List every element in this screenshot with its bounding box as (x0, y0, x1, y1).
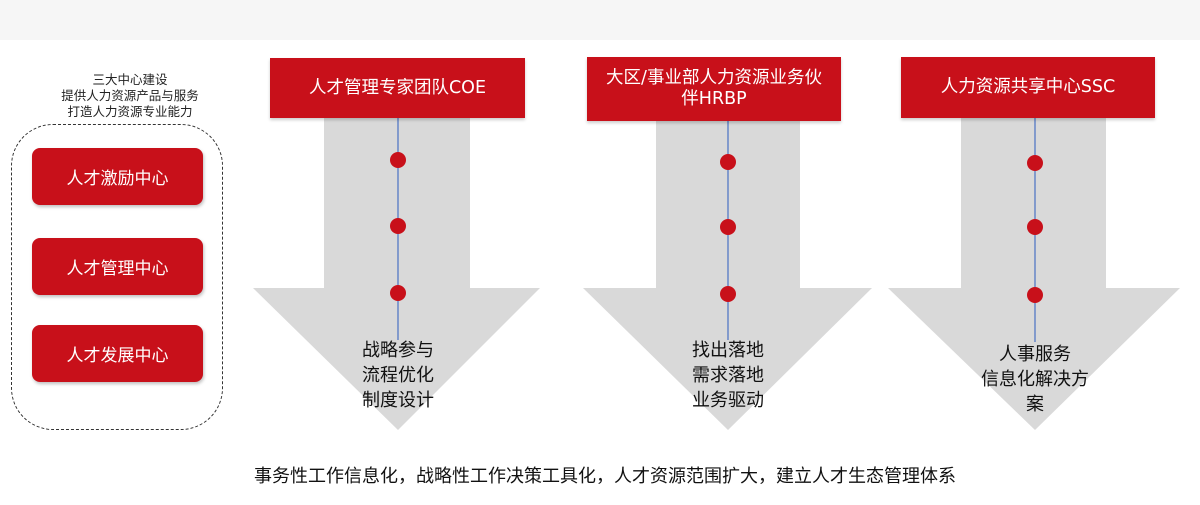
center-incentive: 人才激励中心 (32, 148, 203, 205)
header-line: 大区/事业部人力资源业务伙 (606, 68, 822, 88)
footer-summary: 事务性工作信息化，战略性工作决策工具化，人才资源范围扩大，建立人才生态管理体系 (254, 466, 956, 487)
column-header-ssc: 人力资源共享中心SSC (901, 57, 1155, 118)
text-line: 找出落地 (692, 340, 764, 361)
column-text-hrbp: 找出落地 需求落地 业务驱动 (648, 338, 808, 413)
intro-line: 三大中心建设 (92, 72, 168, 87)
left-intro: 三大中心建设 提供人力资源产品与服务 打造人力资源专业能力 (20, 72, 240, 120)
column-header-hrbp: 大区/事业部人力资源业务伙 伴HRBP (587, 57, 841, 121)
header-line: 人力资源共享中心SSC (940, 77, 1116, 97)
text-line: 流程优化 (362, 365, 434, 386)
intro-line: 提供人力资源产品与服务 (61, 88, 199, 103)
column-text-ssc: 人事服务 信息化解决方 案 (955, 342, 1115, 417)
intro-line: 打造人力资源专业能力 (67, 104, 193, 119)
center-management: 人才管理中心 (32, 238, 203, 295)
header-line: 伴HRBP (681, 89, 747, 109)
text-line: 信息化解决方 (981, 369, 1089, 390)
text-line: 业务驱动 (692, 390, 764, 411)
center-development: 人才发展中心 (32, 325, 203, 382)
header-line: 人才管理专家团队COE (308, 77, 487, 98)
centers-dashed-frame (11, 124, 223, 430)
text-line: 需求落地 (692, 365, 764, 386)
text-line: 人事服务 (999, 344, 1071, 365)
column-header-coe: 人才管理专家团队COE (270, 58, 525, 118)
text-line: 案 (1026, 394, 1044, 415)
top-band (0, 0, 1200, 40)
text-line: 战略参与 (362, 340, 434, 361)
text-line: 制度设计 (362, 390, 434, 411)
column-text-coe: 战略参与 流程优化 制度设计 (318, 338, 478, 413)
